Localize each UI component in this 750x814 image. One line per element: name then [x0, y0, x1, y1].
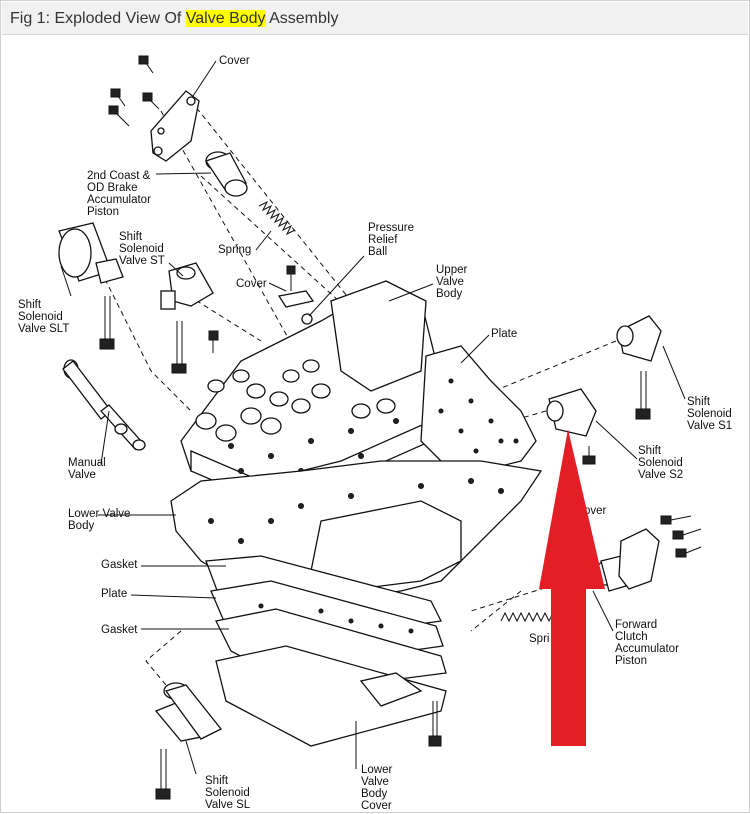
- label-solenoid-st-2: Solenoid: [119, 243, 164, 255]
- label-lower-valve-body-2: Body: [68, 520, 94, 532]
- top-cover-part: [150, 90, 200, 162]
- label-solenoid-s2-1: Shift: [638, 445, 662, 457]
- label-solenoid-slt-1: Shift: [18, 299, 42, 311]
- label-solenoid-st-1: Shift: [119, 231, 143, 243]
- labels: Cover 2nd Coast & OD Brake Accumulator P…: [18, 55, 732, 812]
- label-cover-mid: Cover: [236, 278, 267, 290]
- leader-lines: [60, 60, 686, 775]
- label-solenoid-s1-2: Solenoid: [687, 408, 732, 420]
- solenoid-slt-part: [58, 222, 124, 350]
- label-coast-accumulator-2: OD Brake: [87, 182, 138, 194]
- pressure-relief-ball-part: [301, 313, 313, 325]
- label-spring-bottom: Spri: [529, 633, 549, 645]
- label-coast-accumulator-3: Accumulator: [87, 194, 151, 206]
- mid-cover-part: [208, 265, 315, 353]
- title-suffix: Assembly: [265, 10, 339, 27]
- label-forward-clutch-3: Accumulator: [615, 643, 679, 655]
- label-coast-accumulator-4: Piston: [87, 206, 119, 218]
- upper-plate-part: [420, 345, 537, 472]
- right-bolts: [660, 515, 702, 558]
- label-forward-clutch-1: Forward: [615, 619, 657, 631]
- label-solenoid-sl-3: Valve SL: [205, 799, 251, 811]
- label-forward-clutch-4: Piston: [615, 655, 647, 667]
- label-solenoid-s1-1: Shift: [687, 396, 711, 408]
- label-cover-right: over: [584, 505, 607, 517]
- title-highlight: Valve Body: [185, 10, 266, 27]
- label-cover-top: Cover: [219, 55, 250, 67]
- label-solenoid-sl-1: Shift: [205, 775, 229, 787]
- label-plate-mid: Plate: [101, 588, 127, 600]
- label-lower-cover-4: Cover: [361, 800, 392, 812]
- label-upper-valve-body-2: Valve: [436, 276, 464, 288]
- solenoid-s1-part: [616, 315, 662, 420]
- label-lower-cover-1: Lower: [361, 764, 392, 776]
- label-lower-cover-3: Body: [361, 788, 387, 800]
- solenoid-st-part: [160, 262, 214, 374]
- label-solenoid-slt-2: Solenoid: [18, 311, 63, 323]
- manual-valve-part: [62, 359, 146, 451]
- label-pressure-relief-3: Ball: [368, 246, 387, 258]
- label-lower-valve-body-1: Lower Valve: [68, 508, 130, 520]
- solenoid-s2-part: [546, 388, 597, 465]
- label-coast-accumulator-1: 2nd Coast &: [87, 170, 151, 182]
- solenoid-sl-part: [154, 682, 223, 800]
- label-spring-top: Spring: [218, 244, 251, 256]
- label-gasket-upper: Gasket: [101, 559, 138, 571]
- label-solenoid-s2-3: Valve S2: [638, 469, 683, 481]
- coast-accumulator-piston-part: [204, 151, 248, 197]
- label-forward-clutch-2: Clutch: [615, 631, 648, 643]
- bottom-spring-part: [500, 611, 554, 623]
- top-bolts: [108, 55, 160, 127]
- label-solenoid-sl-2: Solenoid: [205, 787, 250, 799]
- exploded-view-diagram: Cover 2nd Coast & OD Brake Accumulator P…: [18, 55, 732, 812]
- label-manual-valve-2: Valve: [68, 469, 96, 481]
- label-lower-cover-2: Valve: [361, 776, 389, 788]
- top-spring-part: [258, 200, 296, 236]
- lower-valve-body-cover-part: [215, 645, 447, 747]
- label-upper-valve-body-1: Upper: [436, 264, 467, 276]
- label-solenoid-s1-3: Valve S1: [687, 420, 732, 432]
- figure-title: Fig 1: Exploded View Of Valve Body Assem…: [10, 10, 338, 28]
- label-manual-valve-1: Manual: [68, 457, 106, 469]
- figure-title-bar: Fig 1: Exploded View Of Valve Body Assem…: [2, 2, 748, 35]
- label-upper-valve-body-3: Body: [436, 288, 462, 300]
- label-gasket-lower: Gasket: [101, 624, 138, 636]
- red-pointer-arrow: [539, 429, 605, 746]
- right-cover-part: [618, 528, 660, 590]
- title-prefix: Fig 1: Exploded View Of: [10, 10, 186, 27]
- label-plate-top: Plate: [491, 328, 517, 340]
- label-pressure-relief-2: Relief: [368, 234, 398, 246]
- label-solenoid-st-3: Valve ST: [119, 255, 165, 267]
- label-solenoid-s2-2: Solenoid: [638, 457, 683, 469]
- label-solenoid-slt-3: Valve SLT: [18, 323, 69, 335]
- label-pressure-relief-1: Pressure: [368, 222, 414, 234]
